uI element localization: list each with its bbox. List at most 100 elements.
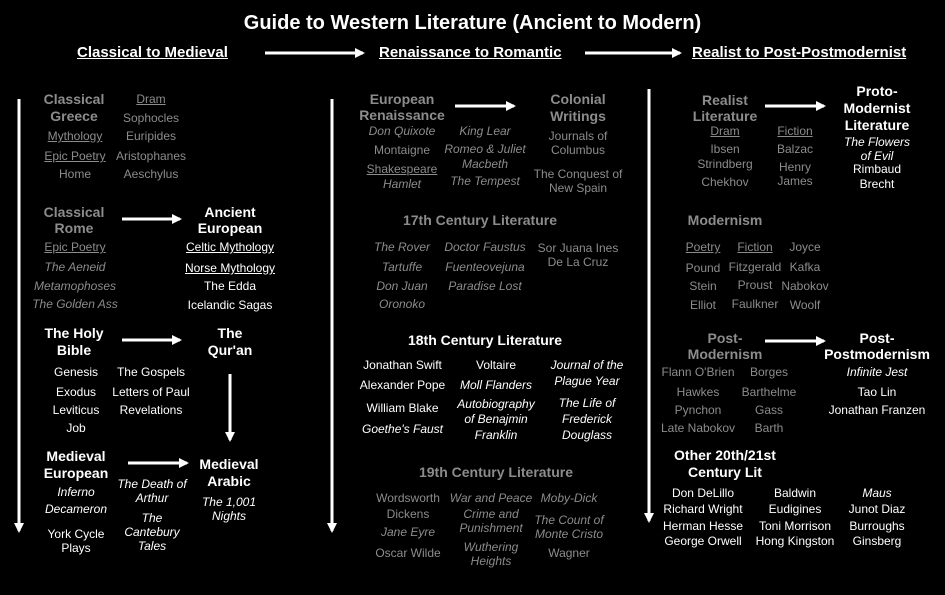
node-item: Henry	[778, 160, 811, 174]
node-item: Job	[66, 421, 86, 435]
node-item: Alexander Pope	[359, 378, 446, 392]
node-item: Inferno	[57, 485, 95, 499]
node-item: War and Peace	[449, 491, 533, 505]
node-item: Tao Lin	[857, 385, 897, 399]
node-item: New Spain	[548, 181, 608, 195]
node-item: Brecht	[859, 177, 895, 191]
node-item: Goethe's Faust	[362, 422, 443, 436]
node-heading: Proto-	[856, 83, 898, 99]
node-item: King Lear	[459, 124, 511, 138]
node-item: Late Nabokov	[660, 421, 736, 435]
node-item: Oronoko	[378, 297, 426, 311]
node-heading: European	[43, 465, 109, 481]
node-item: Dram	[136, 92, 166, 106]
node-item: Eudigines	[768, 502, 822, 516]
node-heading: Colonial	[550, 91, 606, 107]
node-item: Sophocles	[122, 111, 180, 125]
node-heading: Rome	[54, 220, 94, 236]
node-item: Stein	[689, 279, 717, 293]
node-item: Pynchon	[674, 403, 722, 417]
node-heading: The	[217, 325, 243, 341]
node-item: Epic Poetry	[44, 240, 106, 254]
node-heading: Literature	[844, 117, 910, 133]
node-item: Celtic Mythology	[185, 240, 275, 254]
node-item: Dickens	[386, 507, 430, 521]
node-item: Poetry	[685, 240, 721, 254]
node-item: of Benajmin	[464, 412, 528, 426]
node-item: The Aeneid	[44, 260, 106, 274]
node-item: Mythology	[47, 129, 103, 143]
node-item: Journals of	[548, 129, 608, 143]
node-item: Euripides	[125, 129, 177, 143]
node-item: The Count of	[534, 513, 604, 527]
node-item: The Gospels	[116, 365, 186, 379]
node-item: The Flowers	[843, 135, 911, 149]
node-item: Genesis	[53, 365, 99, 379]
node-item: Pound	[685, 261, 721, 275]
node-item: Columbus	[550, 143, 606, 157]
node-item: Hong Kingston	[755, 534, 835, 548]
node-item: Aeschylus	[123, 167, 179, 181]
node-item: Wagner	[548, 546, 590, 560]
node-item: Don DeLillo	[671, 486, 735, 500]
node-heading: Writings	[550, 108, 606, 124]
node-item: Revelations	[119, 403, 183, 417]
node-item: Hamlet	[382, 177, 421, 191]
node-item: Douglass	[561, 428, 613, 442]
node-item: Plays	[61, 541, 91, 555]
node-item: of Evil	[860, 149, 894, 163]
node-item: Don Juan	[376, 279, 428, 293]
node-item: Arthur	[135, 491, 169, 505]
node-heading: Other 20th/21st	[674, 447, 776, 463]
node-item: Cantebury	[124, 525, 180, 539]
node-item: Exodus	[55, 385, 97, 399]
node-item: Burroughs	[849, 519, 905, 533]
node-item: Romeo & Juliet	[444, 142, 526, 156]
node-heading: Greece	[50, 108, 98, 124]
node-heading: Post-	[707, 330, 743, 346]
node-item: The 1,001	[201, 495, 257, 509]
node-heading: European	[369, 91, 435, 107]
node-item: Decameron	[44, 502, 108, 516]
node-item: Don Quixote	[368, 124, 436, 138]
node-item: Chekhov	[701, 175, 749, 189]
node-heading: Qur'an	[207, 342, 253, 358]
node-item: Doctor Faustus	[444, 240, 526, 254]
node-item: Norse Mythology	[184, 261, 276, 275]
node-item: Maus	[862, 486, 892, 500]
node-heading: Modernism	[687, 212, 763, 228]
node-item: Herman Hesse	[662, 519, 744, 533]
node-item: Richard Wright	[663, 502, 743, 516]
node-item: Fitzgerald	[728, 260, 782, 274]
node-item: Punishment	[459, 521, 523, 535]
node-item: Elliot	[689, 298, 716, 312]
node-item: Barth	[754, 421, 784, 435]
node-item: Heights	[470, 554, 512, 568]
node-item: Franklin	[474, 428, 518, 442]
node-item: Voltaire	[475, 358, 517, 372]
node-item: Tartuffe	[381, 260, 423, 274]
node-heading: Arabic	[207, 473, 251, 489]
node-item: Dram	[710, 124, 740, 138]
node-heading: Renaissance	[359, 107, 445, 123]
node-item: Baldwin	[773, 486, 817, 500]
node-item: Joyce	[789, 240, 821, 254]
node-item: Jonathan Swift	[363, 358, 442, 372]
node-heading: Classical	[43, 91, 105, 107]
node-heading: Modernist	[843, 100, 911, 116]
node-heading: Ancient	[204, 204, 256, 220]
node-item: Paradise Lost	[448, 279, 522, 293]
node-item: Flann O'Brien	[661, 365, 735, 379]
node-item: Borges	[749, 365, 789, 379]
node-item: Rimbaud	[852, 162, 902, 176]
era-renaissance-romantic: Renaissance to Romantic	[379, 44, 562, 61]
era-classical-medieval: Classical to Medieval	[77, 44, 228, 61]
node-item: Home	[58, 167, 91, 181]
node-item: Frederick	[561, 412, 612, 426]
node-item: The Rover	[373, 240, 431, 254]
node-item: Letters of Paul	[112, 385, 190, 399]
node-heading: The Holy	[44, 325, 104, 341]
node-item: Jane Eyre	[380, 525, 436, 539]
node-item: Tales	[137, 539, 167, 553]
